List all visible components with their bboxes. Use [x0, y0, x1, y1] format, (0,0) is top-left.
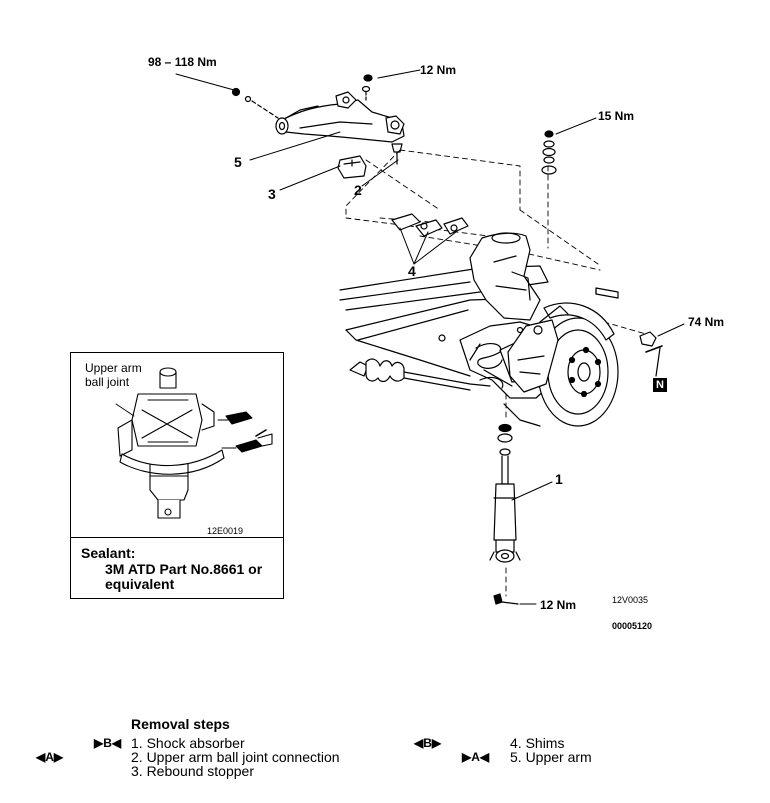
- shims: [391, 213, 469, 237]
- inset-ball-joint-label: Upper arm ball joint: [85, 361, 142, 389]
- lower-nut: [639, 331, 663, 377]
- step-2-mark: ◀A▶: [36, 750, 64, 764]
- step-1-mark: ▶B◀: [94, 736, 122, 750]
- step-5-mark: ▶A◀: [462, 750, 490, 764]
- step-4: 4. Shims: [510, 735, 565, 751]
- tie-rod: [349, 358, 491, 391]
- long-bolt: [595, 287, 619, 299]
- removal-steps-title: Removal steps: [131, 716, 230, 732]
- sealant-title: Sealant:: [81, 545, 136, 561]
- callout-4: 4: [408, 263, 416, 279]
- brake-disc: [537, 302, 619, 427]
- inset-label-text: Upper arm ball joint: [85, 361, 142, 389]
- ball-joint-nut: [361, 74, 373, 101]
- torque-label-shock-bottom-nut: 12 Nm: [540, 598, 577, 612]
- inset-figure-code: 12E0019: [207, 526, 244, 536]
- inset-divider: [71, 537, 283, 538]
- figure-code-doc: 00005120: [612, 621, 653, 631]
- sealant-spec: 3M ATD Part No.8661 or equivalent: [105, 561, 263, 592]
- leader-lines: [175, 69, 685, 605]
- step-5: 5. Upper arm: [510, 749, 592, 765]
- shock-top-stack: [541, 130, 557, 175]
- torque-label-upper-arm-bolt: 98 – 118 Nm: [148, 55, 217, 69]
- torque-label-shock-top-nut: 15 Nm: [598, 109, 635, 123]
- upper-arm: [275, 91, 405, 143]
- arm-mount-bolt: [231, 87, 279, 119]
- step-3: 3. Rebound stopper: [131, 763, 254, 779]
- step-1: 1. Shock absorber: [131, 735, 245, 751]
- torque-label-ball-joint-nut: 12 Nm: [420, 63, 457, 77]
- rebound-stopper: [337, 155, 367, 179]
- shock-bottom-nut: [493, 593, 519, 605]
- n-badge: N: [653, 378, 667, 392]
- callout-5: 5: [234, 154, 242, 170]
- callout-1: 1: [555, 471, 563, 487]
- figure-code-main: 12V0035: [612, 595, 649, 605]
- shock-absorber: [489, 423, 521, 563]
- shock-tower: [469, 232, 541, 321]
- inset-ball-joint-figure: [115, 367, 273, 519]
- step-2: 2. Upper arm ball joint connection: [131, 749, 340, 765]
- sealant-inset: Upper arm ball joint 12E0019 Sealant: 3M…: [70, 352, 284, 599]
- brake-caliper: [507, 319, 559, 393]
- coil-spring: [475, 343, 504, 389]
- step-4-mark: ◀B▶: [414, 736, 442, 750]
- callout-2: 2: [354, 182, 362, 198]
- callout-3: 3: [268, 186, 276, 202]
- torque-label-lower-nut: 74 Nm: [688, 315, 725, 329]
